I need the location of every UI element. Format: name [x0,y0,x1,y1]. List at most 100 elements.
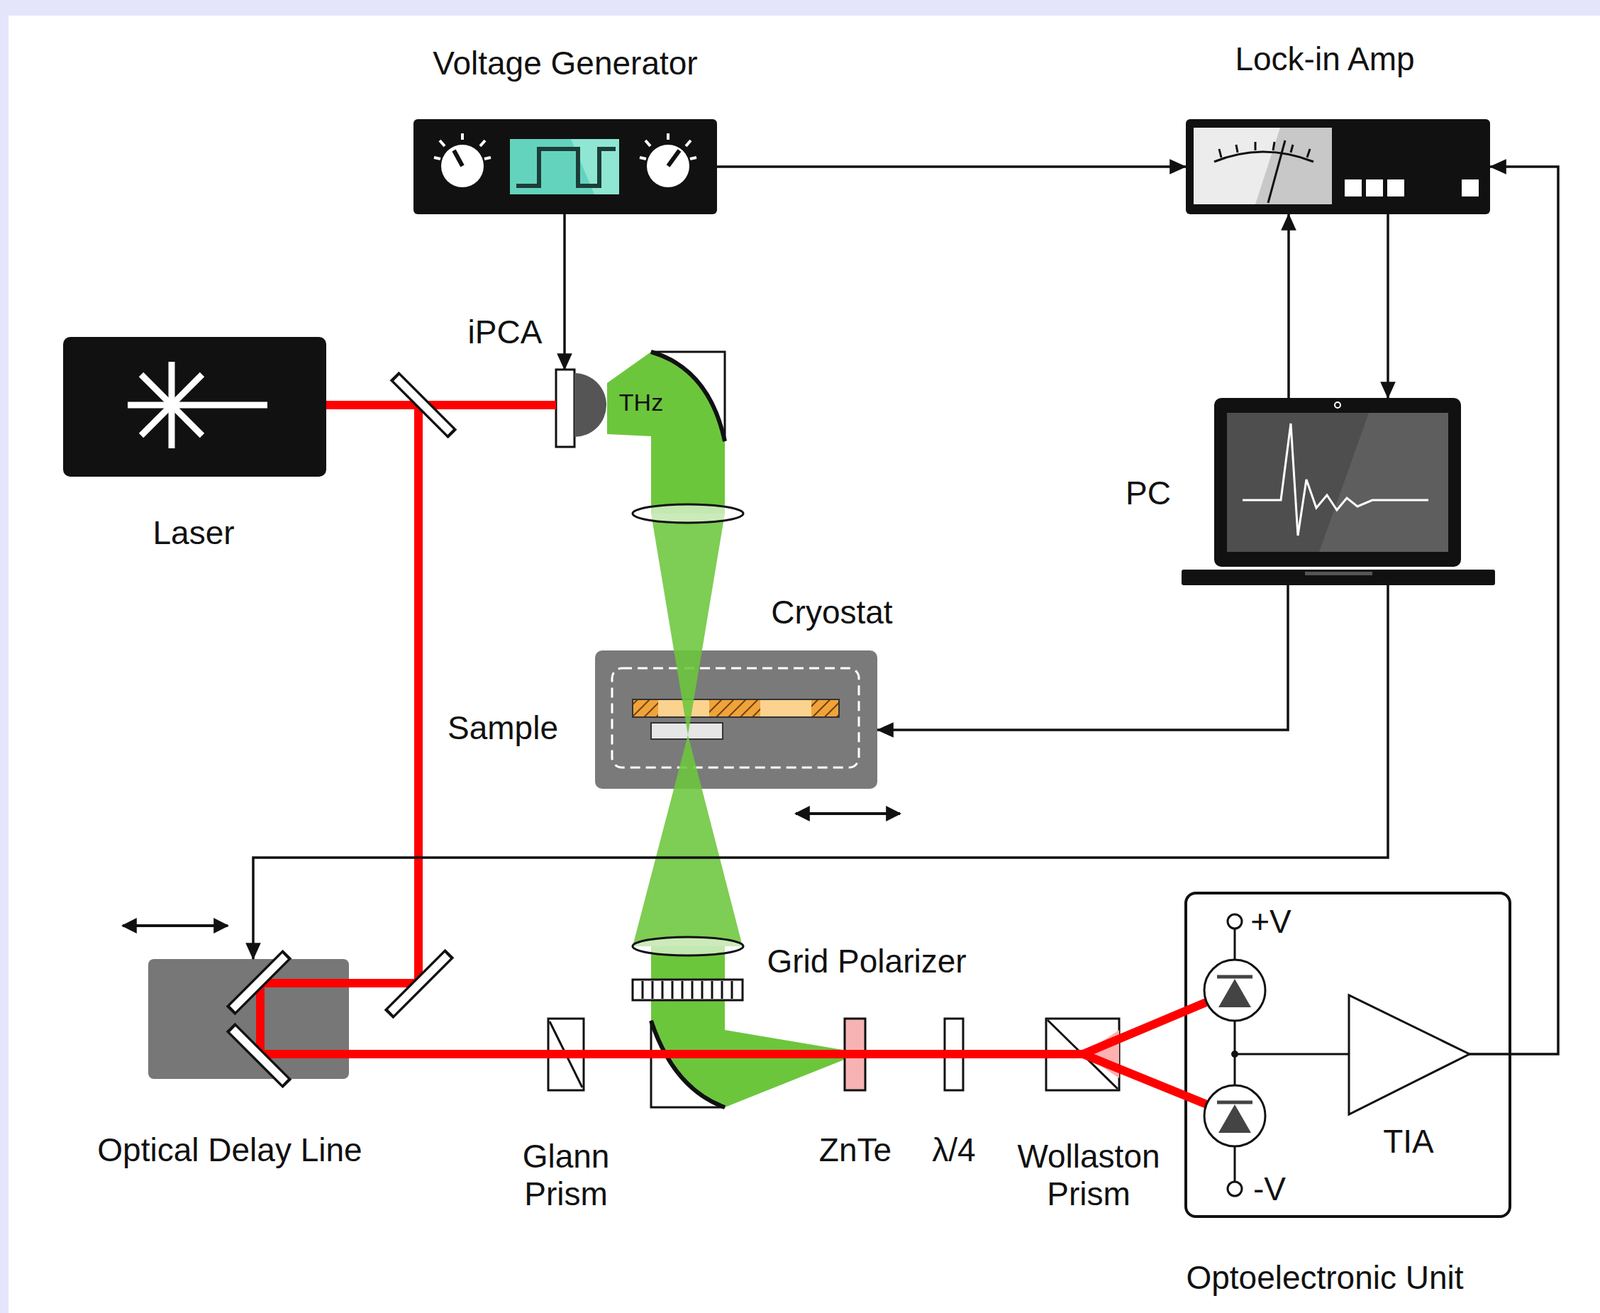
delay-line: Optical Delay Line [148,958,349,1079]
mirrors [230,1026,288,1084]
cryostat: Cryostat [595,650,878,789]
component-label: Cryostat [770,593,893,632]
mirrors [390,955,448,1013]
voltage-generator-device [509,139,620,195]
sample [760,699,812,718]
component-label: ZnTe [819,1131,892,1169]
lock-in-amplifier: Lock-in Amp [1185,119,1491,215]
cryostat-housing [595,650,878,789]
terahertz-optics [651,980,654,999]
component-label: Laser [152,514,235,552]
pc-laptop [1304,571,1373,576]
pc-laptop [1242,423,1429,536]
photodiode-circuit [1204,1085,1266,1147]
voltage-generator-device [453,150,463,166]
terahertz-optics [651,1020,725,1108]
voltage-generator-device [639,133,697,159]
voltage-generator-device [484,157,491,159]
component-label: PC [1125,474,1171,513]
voltage-generator-device [645,140,651,147]
lock-in-amplifier-device [1214,151,1314,162]
terahertz-optics [632,936,744,956]
terahertz-optics [731,980,734,999]
lock-in-amplifier-device [1461,179,1479,197]
computer: PC [1181,397,1496,586]
terahertz-optics [632,504,744,523]
lock-in-amplifier-device [1255,127,1332,205]
lock-in-amplifier-device [1254,141,1257,151]
signal-connector [717,165,1186,169]
photodiode-circuit [1227,914,1242,929]
component-label: Voltage Generator [432,44,698,83]
glan-prism: Glann Prism [548,1018,584,1091]
terahertz-optics [701,980,704,999]
mirrors [230,375,453,1084]
voltage-generator-device [460,133,464,140]
mirrors [388,953,450,1015]
amplifier-triangle: TIA [1348,995,1470,1115]
signal-connector [563,214,566,370]
photodiode-circuit [1204,914,1470,1196]
lock-in-amplifier-device [1219,141,1310,158]
photodiode-circuit [1348,995,1470,1115]
wollaston-prism: Wollaston Prism [1046,1018,1120,1091]
pc-laptop [1319,412,1449,552]
laser-device [141,374,203,436]
photoconductive-antenna: iPCA [556,369,608,447]
voltage-generator-device [480,140,486,147]
pc-laptop [1214,397,1461,567]
voltage-generator-device [516,148,616,186]
motion-arrows [122,924,228,927]
component-label: Optoelectronic Unit [1185,1258,1464,1297]
terahertz-optics [721,980,724,999]
optoelectronic-unit: Optoelectronic UnitTIA [1185,892,1510,1217]
component-label: Wollaston Prism [1007,1137,1171,1213]
part-label: Sample [447,709,559,747]
mirrors [232,1029,286,1082]
component-label: Optical Delay Line [97,1131,362,1169]
lock-in-amplifier-device [1387,179,1405,197]
mirrors [232,956,286,1009]
terahertz-optics [671,980,674,999]
voltage-generator-device [685,140,691,147]
terahertz-optics [556,369,575,447]
terahertz-optics [711,980,714,999]
sample [709,699,761,718]
voltage-generator-device [646,144,690,188]
terahertz-beam [607,351,725,514]
voltage-generator-device [690,157,697,159]
terahertz-optics [642,980,732,999]
laser-device [63,336,327,477]
quarter-wave-plate: λ/4 [944,1018,964,1091]
sample [632,699,659,718]
lock-in-amplifier-device [1273,141,1275,151]
voltage-generator-device [441,144,484,188]
signal-connector [1469,166,1559,1054]
electro-optic-crystal: ZnTe [844,1018,866,1091]
lock-in-amplifier-device [1307,148,1310,158]
component-label: Lock-in Amp [1234,40,1415,79]
mirrors [230,375,453,1084]
grid-polarizer: Grid Polarizer [632,979,743,1000]
voltage-generator-device [434,133,491,159]
component-label: TIA [1382,1122,1435,1161]
terahertz-optics [681,980,684,999]
terahertz-optics [556,351,744,1108]
supply-label: +V [1250,902,1292,941]
terahertz-beam [632,734,743,947]
signal-connector [1287,214,1291,398]
sample [632,699,840,718]
laser-device [141,374,203,436]
photodiode-circuit [1227,1181,1242,1196]
component-label: Glann Prism [505,1137,627,1213]
photodiode-circuit [1218,978,1252,1008]
terahertz-optics [632,979,743,1000]
photodiode-circuit [1218,1104,1252,1133]
probe-laser-beam [260,404,1235,1116]
terahertz-beam [607,351,852,1108]
lock-in-amplifier-device [1344,179,1362,197]
photodiode-circuit [1217,1100,1253,1105]
component-label: λ/4 [931,1131,976,1169]
